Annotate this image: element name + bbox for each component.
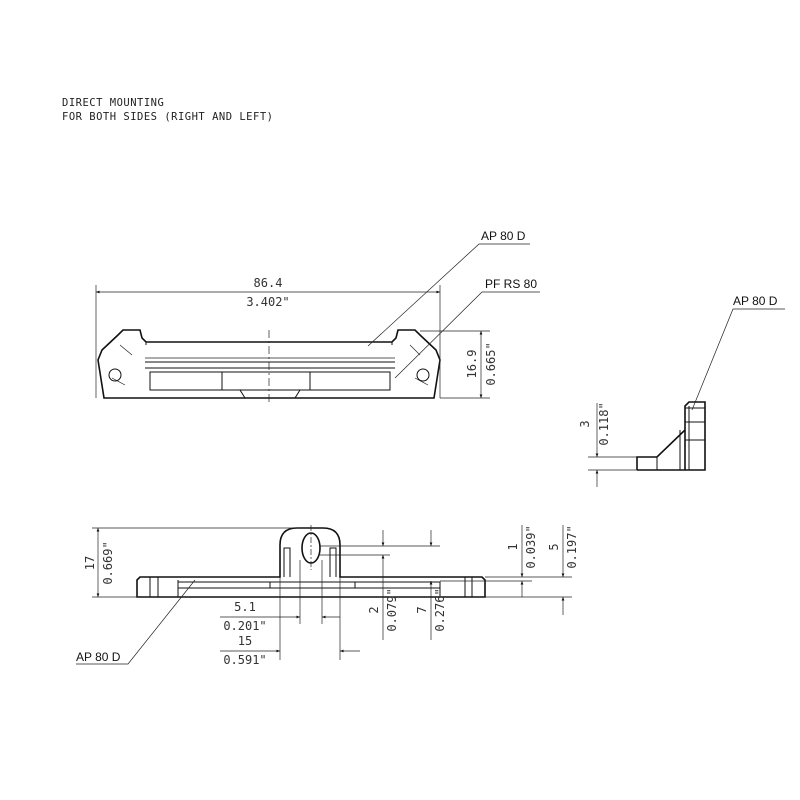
dim-slot-mm: 5.1 bbox=[234, 600, 256, 614]
dim-2-mm: 2 bbox=[367, 606, 381, 613]
dim-tab-in: 0.591" bbox=[223, 653, 266, 667]
label-ap-80-d-top: AP 80 D bbox=[481, 229, 526, 243]
dim-foot-mm: 3 bbox=[578, 420, 592, 427]
dim-7-in: 0.276" bbox=[433, 588, 447, 631]
side-view: 3 0.118" AP 80 D bbox=[578, 294, 785, 487]
note-line-2: FOR BOTH SIDES (RIGHT AND LEFT) bbox=[62, 111, 273, 123]
dim-2-in: 0.079" bbox=[385, 588, 399, 631]
dim-total-height-in: 0.669" bbox=[101, 541, 115, 584]
dim-5-in: 0.197" bbox=[565, 525, 579, 568]
dim-height-in: 0.665" bbox=[484, 342, 498, 385]
dim-total-height-mm: 17 bbox=[83, 556, 97, 570]
label-ap-80-d-front: AP 80 D bbox=[76, 650, 121, 664]
dim-5-mm: 5 bbox=[547, 543, 561, 550]
dim-slot-in: 0.201" bbox=[223, 619, 266, 633]
dim-tab-mm: 15 bbox=[238, 634, 252, 648]
top-view: 86.4 3.402" 16.9 0.665" AP 80 D PF RS 80 bbox=[95, 229, 540, 405]
label-pf-rs-80: PF RS 80 bbox=[485, 277, 537, 291]
dim-foot-in: 0.118" bbox=[597, 402, 611, 445]
dim-7-mm: 7 bbox=[415, 606, 429, 613]
dim-width-mm: 86.4 bbox=[254, 276, 283, 290]
note-line-1: DIRECT MOUNTING bbox=[62, 97, 164, 109]
front-view: 17 0.669" 5.1 0.201" 15 0.591" 2 0.079" … bbox=[76, 525, 579, 667]
dim-1-in: 0.039" bbox=[524, 525, 538, 568]
dim-height-mm: 16.9 bbox=[465, 350, 479, 379]
dim-1-mm: 1 bbox=[506, 543, 520, 550]
dim-width-in: 3.402" bbox=[246, 295, 289, 309]
label-ap-80-d-side: AP 80 D bbox=[733, 294, 778, 308]
